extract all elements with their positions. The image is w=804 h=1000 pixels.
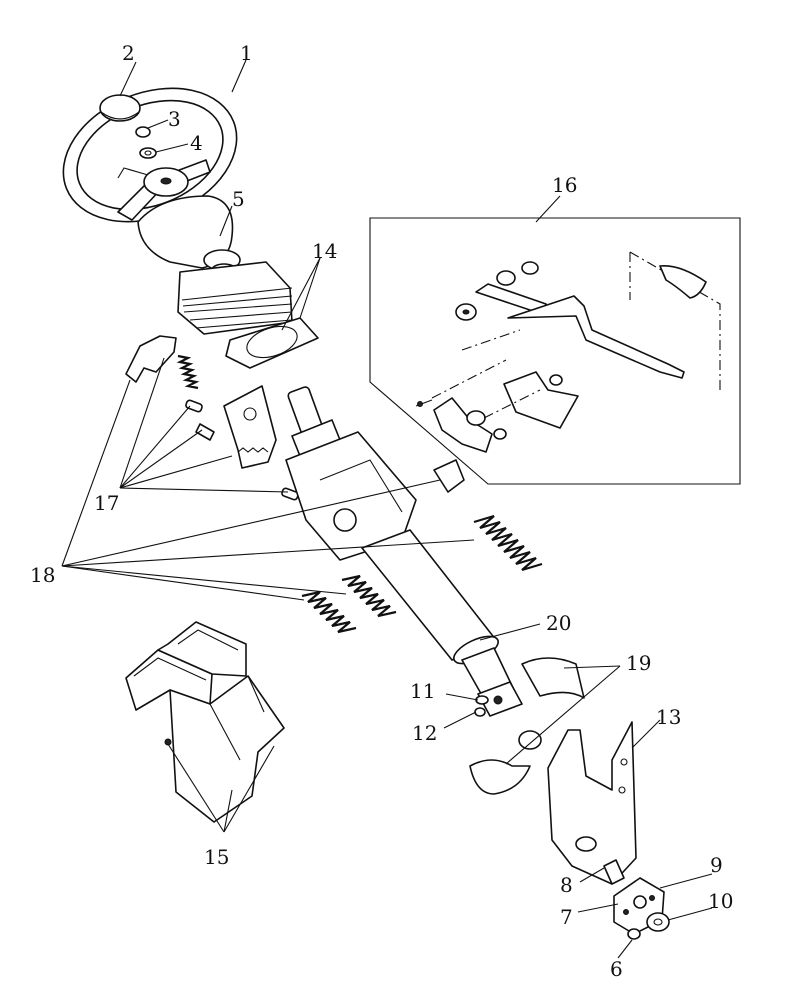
callout-12: 12 <box>412 721 437 745</box>
seal-ring <box>519 731 541 749</box>
callout-1: 1 <box>240 41 253 65</box>
shaft-stub <box>604 860 624 884</box>
callout-20: 20 <box>546 611 571 635</box>
detail-inset <box>370 218 740 484</box>
horn-cap <box>100 95 140 121</box>
callout-18: 18 <box>30 563 55 587</box>
nut-6 <box>628 929 640 939</box>
tilt-bracket <box>126 336 176 382</box>
callout-10: 10 <box>708 889 733 913</box>
bracket-spring <box>178 356 198 388</box>
callout-7: 7 <box>560 905 573 929</box>
callout-5: 5 <box>232 187 245 211</box>
callout-15: 15 <box>204 845 229 869</box>
callout-13: 13 <box>656 705 681 729</box>
callout-6: 6 <box>610 957 623 981</box>
callout-labels: 1 2 3 4 5 6 7 8 9 10 11 12 13 14 15 16 1… <box>30 41 733 981</box>
column-cover <box>126 622 284 822</box>
callout-19: 19 <box>626 651 651 675</box>
callout-9: 9 <box>710 853 723 877</box>
nut-12 <box>475 708 485 716</box>
bushing-upper <box>522 658 584 698</box>
callout-17: 17 <box>94 491 119 515</box>
washer-10 <box>647 913 669 931</box>
callout-11: 11 <box>410 679 435 703</box>
callout-16: 16 <box>552 173 577 197</box>
set-screw <box>196 424 214 440</box>
callout-3: 3 <box>168 107 181 131</box>
spring-right <box>474 516 542 570</box>
callout-14: 14 <box>312 239 337 263</box>
callout-4: 4 <box>190 131 203 155</box>
callout-2: 2 <box>122 41 135 65</box>
spring-left <box>302 592 356 632</box>
washer <box>140 148 156 158</box>
callout-8: 8 <box>560 873 573 897</box>
link-plate <box>434 460 464 492</box>
spring-middle <box>342 576 396 616</box>
nut <box>136 127 150 137</box>
pin <box>185 400 203 413</box>
steering-column <box>286 386 522 716</box>
bushing-lower <box>470 760 530 794</box>
leader-lines <box>62 60 712 958</box>
mounting-bracket <box>548 722 636 884</box>
rubber-boot <box>178 262 318 368</box>
